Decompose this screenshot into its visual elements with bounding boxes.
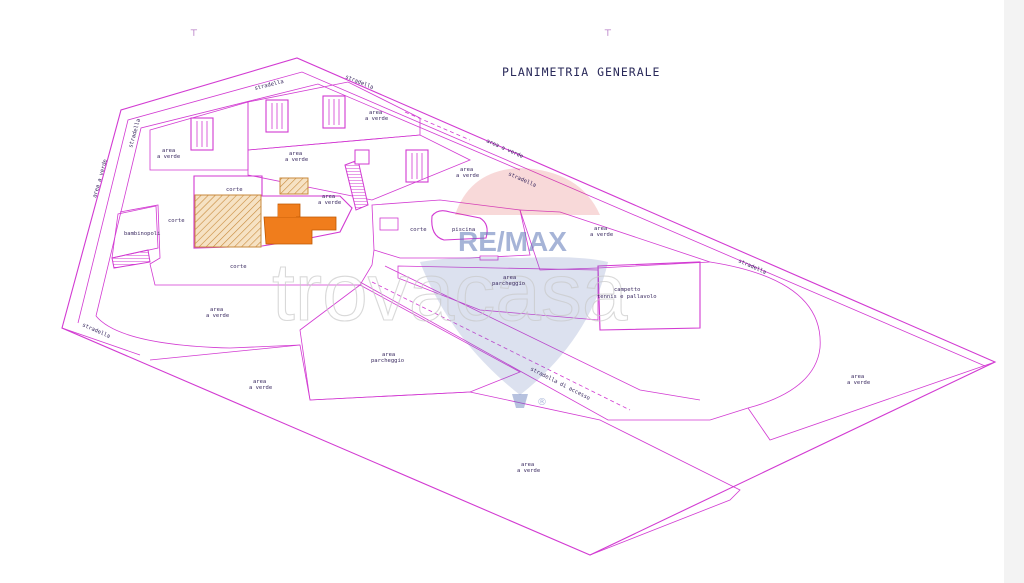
green-area-northeast-curve [709,261,821,421]
pool-entry [479,255,499,261]
plan-title: PLANIMETRIA GENERALE [502,65,660,79]
label-corte-west: corte [168,218,185,224]
staircase-small [354,149,370,165]
north-tick-right: ⊤ [604,29,612,39]
label-area-verde-6a: area [594,226,607,232]
label-area-verde-2a: area [289,151,302,157]
access-road-edge-left [359,281,710,421]
housing-units [190,95,429,183]
label-area-verde-7b: a verde [206,313,229,319]
label-area-verde-8b: a verde [249,385,272,391]
label-bambinopoli: bambinopoli [124,231,160,237]
label-area-verde-6b: a verde [590,232,613,238]
green-area-south [149,344,741,556]
perimeter-road-outer [77,71,986,367]
parking-south [299,284,521,401]
parcel-middle [247,134,471,201]
label-area-verde-10a: area [851,374,864,380]
label-area-verde-ne-strip: area a verde [485,138,524,160]
top-dashed-path [404,111,471,141]
label-area-verde-7a: area [210,307,223,313]
trovacasa-watermark-text: trovacasa [272,247,628,338]
label-area-verde-9a: area [521,462,534,468]
label-corte-south: corte [230,264,247,270]
property-boundary [61,57,997,556]
access-road-dashed [371,281,631,411]
staircase-west [111,249,151,269]
parking-north [397,265,599,321]
label-parcheggio-north-a: area [503,275,516,281]
label-area-verde-west-strip: area a verde [92,159,109,199]
building-hatched-west [194,194,262,248]
right-edge-margin [1004,0,1024,583]
corte-east [371,199,531,259]
watermark: RE/MAX trovacasa ® [271,168,628,408]
remax-logo-text: RE/MAX [458,226,567,257]
inner-road-curve [95,315,301,349]
label-corte-east: corte [410,227,427,233]
label-parcheggio-south-b: parcheggio [371,358,404,364]
label-campetto-a: campetto [614,287,641,293]
perimeter-road-inner [95,83,521,317]
swimming-pool [431,210,488,241]
staircase-north [344,159,369,211]
label-area-verde-9b: a verde [517,468,540,474]
label-area-verde-10b: a verde [847,380,870,386]
building-highlight-small [278,205,296,217]
building-highlight [263,203,337,245]
label-area-verde-5b: a verde [456,173,479,179]
green-area-southwest-line [61,327,141,356]
green-area-east [519,209,711,271]
building-hatched-north [279,177,309,195]
sports-court [597,261,701,331]
label-area-verde-3b: a verde [365,116,388,122]
corte-west [119,204,375,286]
remax-balloon-top [455,168,600,215]
label-parcheggio-south-a: area [382,352,395,358]
label-area-verde-3a: area [369,110,382,116]
access-road-edge-right [384,265,701,401]
label-area-verde-4b: a verde [318,200,341,206]
label-area-verde-4a: area [322,194,335,200]
green-area-east-wedge [747,361,996,441]
remax-balloon-basket [512,394,528,408]
label-area-verde-1b: a verde [157,154,180,160]
label-area-verde-5a: area [460,167,473,173]
parcel-top-middle [247,81,421,151]
label-area-verde-1a: area [162,148,175,154]
label-corte-north: corte [226,187,243,193]
label-area-verde-8a: area [253,379,266,385]
label-piscina: piscina [452,227,475,233]
label-campetto-b: tennis e pallavolo [597,294,657,300]
label-area-verde-2b: a verde [285,157,308,163]
label-parcheggio-north-b: parcheggio [492,281,525,287]
north-tick-left: ⊤ [190,29,198,39]
bambinopoli-area [111,205,159,259]
registered-mark: ® [537,397,547,408]
remax-balloon-body [420,257,608,395]
pool-step [379,217,399,231]
